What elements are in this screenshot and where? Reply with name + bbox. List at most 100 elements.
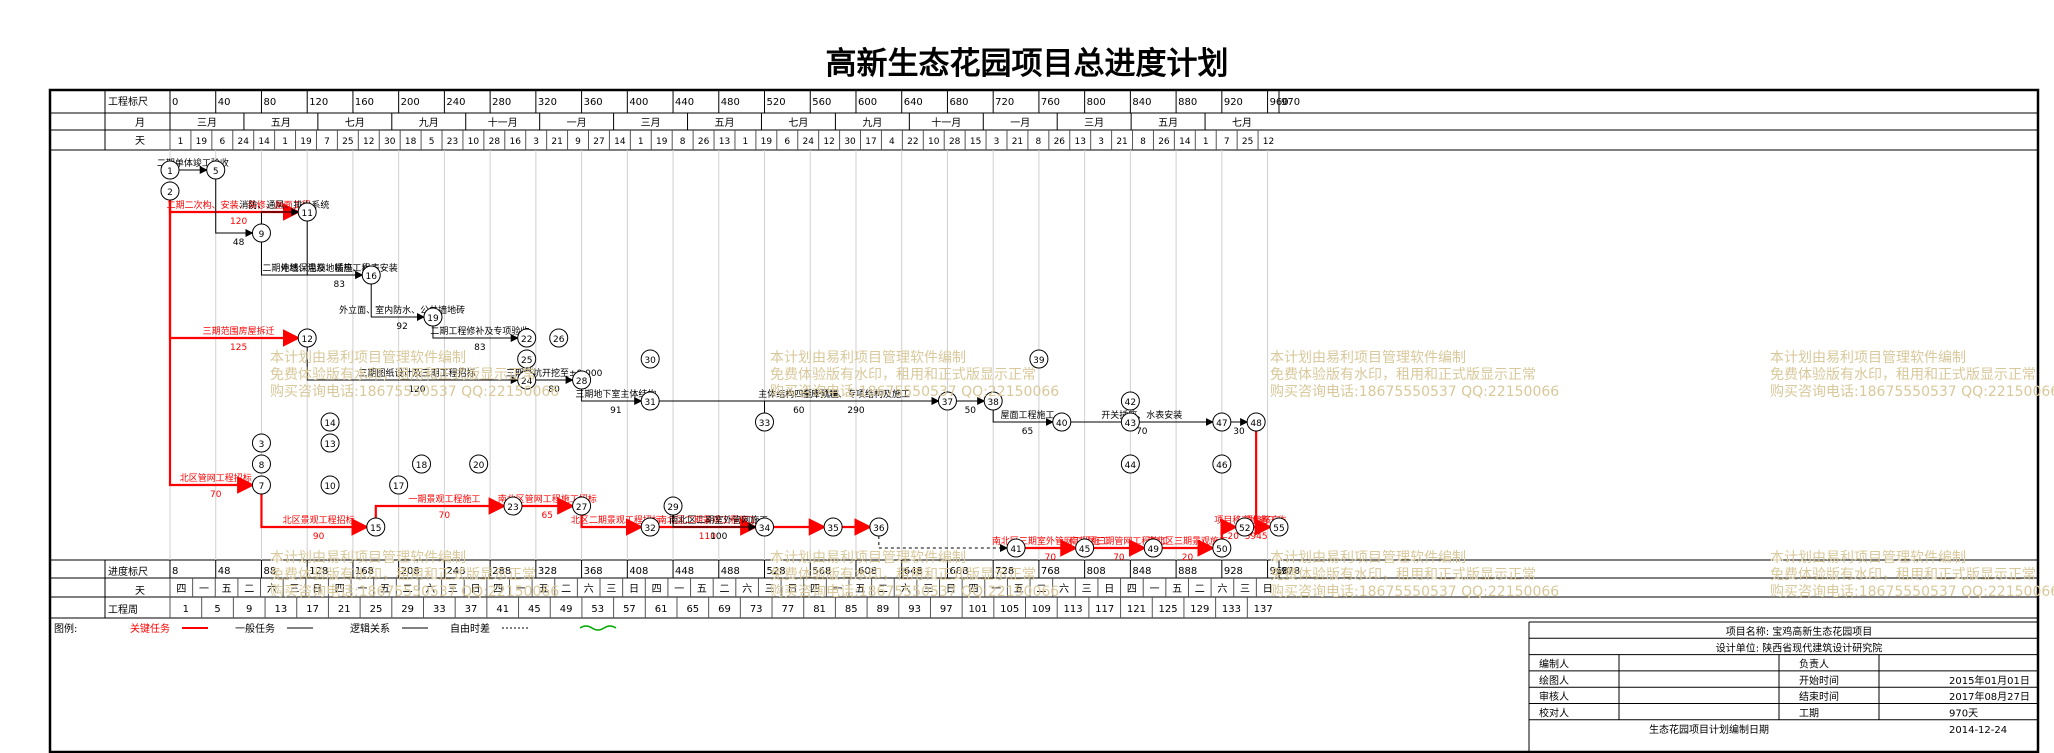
info-row-right-label: 结束时间 <box>1799 690 1839 703</box>
network-node <box>1143 538 1163 558</box>
top-tick-label: 80 <box>263 97 276 108</box>
weekday-label: 二 <box>244 584 254 595</box>
network-node-label: 26 <box>553 335 565 345</box>
weekday-label: 六 <box>1059 583 1069 595</box>
bottom-tick-label: 808 <box>1087 566 1106 577</box>
bottom-tick-label: 888 <box>1178 566 1197 577</box>
bottom-tick-label: 328 <box>538 566 557 577</box>
day-label: 25 <box>1242 137 1253 147</box>
network-edge <box>580 515 644 536</box>
week-label: 105 <box>1000 604 1019 615</box>
edge-label: 一期景观工程施工 <box>408 493 480 505</box>
weekday-label: 三 <box>1082 584 1092 595</box>
network-node-label: 39 <box>1033 356 1045 366</box>
weekday-label: 五 <box>222 584 232 595</box>
edge-label: 二期二次构、安装、装修、屋面工程 <box>167 199 311 211</box>
top-tick-label: 40 <box>218 97 231 108</box>
weekday-label: 六 <box>901 583 911 595</box>
week-label: 29 <box>401 604 414 615</box>
watermark-text: 本计划由易利项目管理软件编制免费体验版有水印，租用和正式版显示正常购买咨询电话:… <box>770 350 1059 401</box>
top-tick-label: 440 <box>675 97 694 108</box>
day-label: 7 <box>324 137 330 147</box>
info-row-right-label: 开始时间 <box>1799 674 1839 687</box>
edge-duration: 48 <box>233 238 245 248</box>
top-tick-label: 480 <box>721 97 740 108</box>
week-label: 117 <box>1095 604 1114 615</box>
network-node <box>1120 454 1140 474</box>
day-label: 19 <box>300 137 312 147</box>
network-node <box>320 475 340 495</box>
legend-float-sample <box>579 625 617 631</box>
network-edge <box>260 208 300 224</box>
network-node <box>160 181 180 201</box>
info-row-right-label: 工期 <box>1799 708 1819 720</box>
weekday-label: 二 <box>878 584 888 595</box>
week-label: 133 <box>1222 604 1241 615</box>
weekday-label: 三 <box>1240 584 1250 595</box>
network-node <box>503 496 523 516</box>
network-node-label: 45 <box>1079 545 1090 555</box>
bottom-tick-label: 48 <box>218 566 231 577</box>
top-tick-label: 970 <box>1281 97 1300 108</box>
network-node-label: 37 <box>942 398 953 408</box>
network-node-label: 5 <box>213 167 219 177</box>
day-label: 8 <box>680 137 686 147</box>
watermark-line: 免费体验版有水印，租用和正式版显示正常 <box>770 367 1036 383</box>
day-label: 19 <box>761 137 773 147</box>
network-edge <box>992 410 1054 426</box>
top-tick-label: 680 <box>949 97 968 108</box>
bottom-tick-label: 488 <box>721 566 740 577</box>
watermark-line: 本计划由易利项目管理软件编制 <box>1270 550 1466 566</box>
network-node-label: 17 <box>393 482 404 492</box>
weekday-label: 二 <box>720 584 730 595</box>
bottom-tick-label: 728 <box>995 566 1014 577</box>
network-edge <box>672 515 757 531</box>
weekday-label: 日 <box>629 584 639 595</box>
day-label: 3 <box>994 137 1000 147</box>
scale-week-label: 工程周 <box>108 604 138 616</box>
edge-duration: 59 <box>1245 532 1257 542</box>
info-row-label: 审核人 <box>1539 690 1569 703</box>
bottom-tick-label: 368 <box>584 566 603 577</box>
month-label: 七月 <box>788 117 808 129</box>
network-node <box>755 412 775 432</box>
week-label: 125 <box>1159 604 1178 615</box>
watermark-text: 本计划由易利项目管理软件编制免费体验版有水印，租用和正式版显示正常购买咨询电话:… <box>1270 550 1559 601</box>
weekday-label: 日 <box>1263 584 1273 595</box>
network-node-label: 11 <box>301 209 312 219</box>
weekday-label: 六 <box>584 583 594 595</box>
top-tick-label: 240 <box>446 97 465 108</box>
weekday-label: 二 <box>1195 584 1205 595</box>
day-label: 19 <box>656 137 668 147</box>
weekday-label: 六 <box>1217 583 1227 595</box>
footer-date: 2014-12-24 <box>1949 725 2007 736</box>
network-node-label: 31 <box>644 398 655 408</box>
network-node <box>517 349 537 369</box>
day-label: 4 <box>889 137 895 147</box>
edge-duration: 110 <box>699 532 716 542</box>
watermark-line: 购买咨询电话:18675550537 QQ:22150066 <box>270 584 560 600</box>
network-node-label: 50 <box>1216 545 1228 555</box>
scale-month-label: 月 <box>135 117 145 129</box>
network-node <box>823 517 843 537</box>
week-label: 25 <box>370 604 383 615</box>
bottom-tick-label: 248 <box>446 566 465 577</box>
watermark-line: 免费体验版有水印，租用和正式版显示正常 <box>1770 567 2036 583</box>
edge-duration: 60 <box>793 406 805 416</box>
network-edge <box>374 497 507 518</box>
legend-item-label: 一般任务 <box>235 622 275 635</box>
bottom-tick-label: 88 <box>263 566 276 577</box>
network-node <box>412 454 432 474</box>
network-edge <box>215 179 254 237</box>
top-tick-label: 360 <box>584 97 603 108</box>
legend-item-label: 自由时差 <box>450 622 490 635</box>
top-tick-label: 760 <box>1041 97 1060 108</box>
network-node <box>937 391 957 411</box>
bottom-tick-label: 848 <box>1132 566 1151 577</box>
watermark-line: 免费体验版有水印，租用和正式版显示正常 <box>1270 367 1536 383</box>
week-label: 5 <box>214 604 220 615</box>
watermark-line: 本计划由易利项目管理软件编制 <box>1270 350 1466 366</box>
top-tick-label: 200 <box>401 97 420 108</box>
weekday-label: 日 <box>787 584 797 595</box>
week-label: 121 <box>1127 604 1146 615</box>
